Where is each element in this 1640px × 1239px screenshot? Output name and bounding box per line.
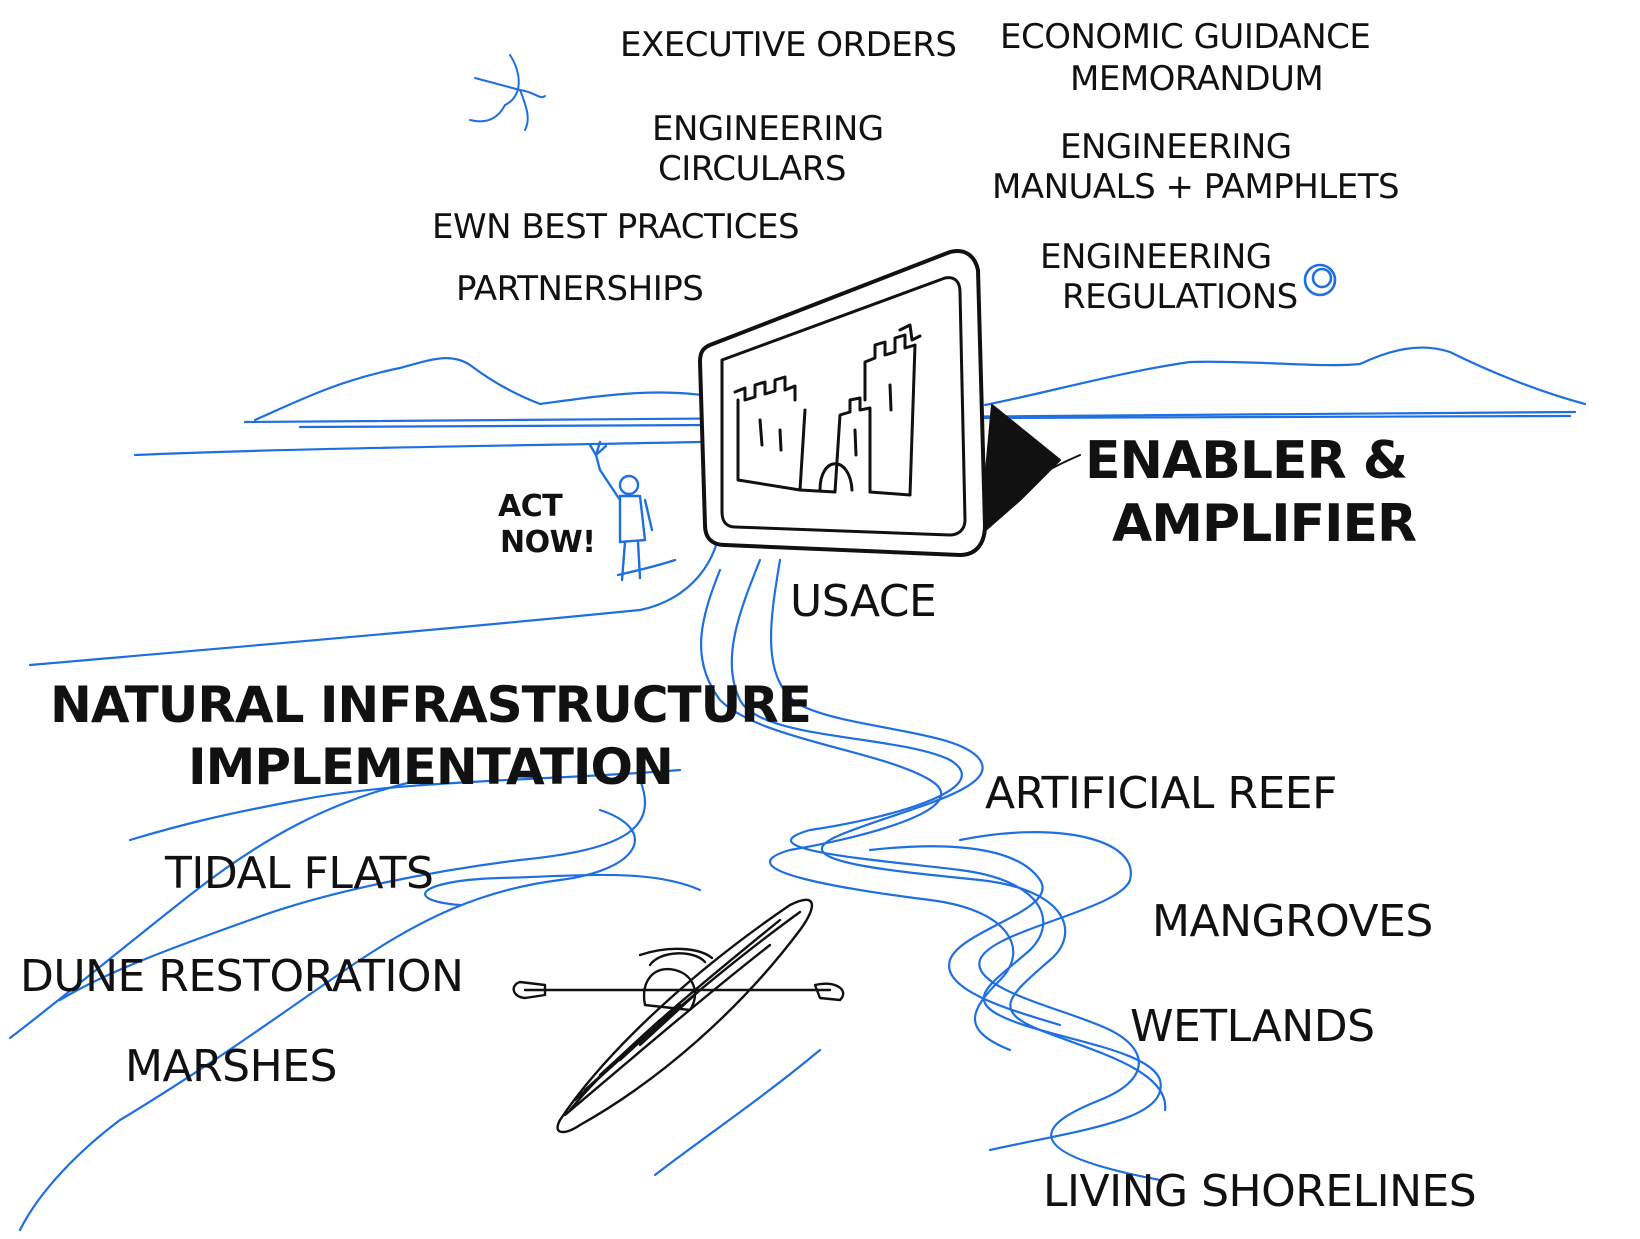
partnerships-label: PARTNERSHIPS [456, 269, 704, 309]
engineering-circulars-label: ENGINEERING [652, 109, 884, 149]
implementation-heading: NATURAL INFRASTRUCTURE [50, 676, 812, 734]
dune-restoration-label: DUNE RESTORATION [20, 951, 464, 1002]
executive-orders-label: EXECUTIVE ORDERS [620, 25, 957, 65]
mountain-left-icon [253, 357, 722, 422]
river-line [128, 768, 682, 842]
circle-icon [1303, 263, 1337, 297]
bird-icon [469, 54, 546, 131]
economic-guidance-label: ECONOMIC GUIDANCE [1000, 17, 1371, 57]
engineering-regulations-label: ENGINEERING [1040, 237, 1272, 277]
engineering-manuals-label-line2: MANUALS + PAMPHLETS [992, 167, 1400, 207]
shoreline [133, 440, 702, 457]
mangroves-label: MANGROVES [1152, 896, 1433, 947]
river-line [18, 808, 636, 1232]
river-line [769, 558, 1167, 1112]
usace-label: USACE [790, 576, 937, 627]
river-line [58, 778, 646, 1002]
ewn-best-practices-label: EWN BEST PRACTICES [432, 207, 800, 247]
shoreline [8, 778, 422, 1040]
mountain-right-icon [983, 346, 1587, 407]
engineering-manuals-label: ENGINEERING [1060, 127, 1292, 167]
act-now-label-line2: NOW! [500, 525, 596, 560]
river-line [653, 1048, 822, 1177]
person-waving-icon [588, 440, 677, 582]
river-line [868, 845, 1062, 1027]
river-line [699, 568, 1015, 1052]
shoreline [28, 518, 722, 667]
usace-castle-icon [698, 249, 1081, 557]
horizon-line [298, 423, 722, 429]
living-shorelines-label: LIVING SHORELINES [1043, 1166, 1477, 1217]
river-line [730, 558, 1162, 1152]
tidal-flats-label: TIDAL FLATS [165, 848, 434, 899]
implementation-heading-line2: IMPLEMENTATION [188, 738, 674, 796]
artificial-reef-label: ARTIFICIAL REEF [985, 768, 1337, 819]
horizon-line [978, 414, 1572, 420]
river-line [958, 831, 1162, 1182]
kayaker-icon [512, 898, 845, 1134]
marshes-label: MARSHES [125, 1041, 337, 1092]
wetlands-label: WETLANDS [1130, 1001, 1375, 1052]
economic-guidance-label-line2: MEMORANDUM [1070, 59, 1324, 99]
enabler-label: ENABLER & [1085, 431, 1408, 491]
river-line [424, 873, 702, 907]
engineering-regulations-label-line2: REGULATIONS [1062, 277, 1298, 317]
engineering-circulars-label-line2: CIRCULARS [658, 149, 847, 189]
act-now-label: ACT [498, 489, 563, 524]
amplifier-label: AMPLIFIER [1112, 494, 1417, 554]
